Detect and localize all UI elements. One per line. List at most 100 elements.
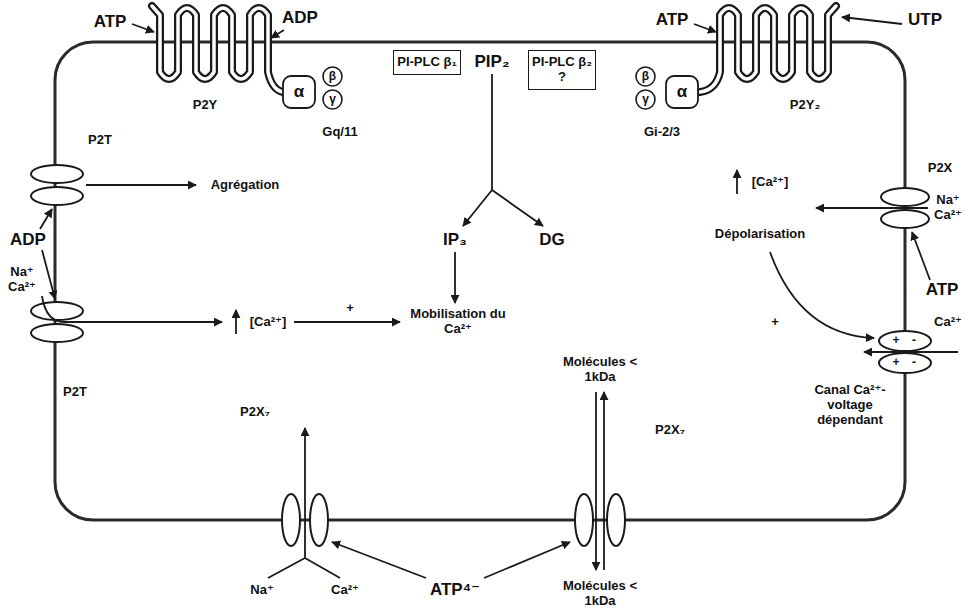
receptor-fill [152, 6, 283, 92]
diagram-label: [Ca²⁺] [752, 175, 788, 190]
subunit-circle [636, 90, 655, 109]
channel-subunit [881, 210, 929, 228]
diagram-label: ADP [10, 230, 46, 250]
diagram-label: ADP [282, 8, 318, 28]
ligand-arrow [40, 209, 52, 229]
pathway-arrow [86, 184, 196, 186]
channel-subunit [31, 302, 83, 320]
diagram-label: Agrégation [211, 178, 280, 193]
ligand-arrow [332, 542, 426, 578]
subunit-circle [636, 67, 655, 86]
subunit-circle [323, 67, 342, 86]
increase-arrow [736, 170, 738, 194]
diagram-label: P2T [63, 385, 87, 400]
pathway-arrow [454, 252, 456, 303]
diagram-label: P2T [88, 133, 112, 148]
node-text: α [677, 82, 687, 102]
channel-subunit [31, 165, 83, 183]
ligand-arrow [42, 250, 55, 299]
g-alpha-subunit: α [282, 75, 316, 109]
pathway-arrow [770, 252, 874, 338]
pathway-arrow [492, 190, 543, 226]
ligand-arrow [271, 30, 284, 38]
molecule-flux-arrow [595, 392, 597, 570]
ligand-arrow [912, 232, 930, 280]
diagram-label: Na⁺ [250, 583, 273, 598]
diagram-label: Dépolarisation [715, 227, 805, 242]
diagram-label: Canal Ca²⁺-voltage dépendant [800, 383, 900, 428]
channel-subunit [881, 188, 929, 206]
channel-subunit [879, 331, 931, 351]
diagram-label: Molécules < 1kDa [554, 579, 646, 609]
diagram-label: Na⁺ Ca²⁺ [4, 265, 40, 295]
receptor-outline [152, 6, 283, 92]
pathway-arrow [294, 321, 400, 323]
diagram-label: PIP₂ [475, 52, 510, 72]
node-text: PI-PLC β₂ ? [532, 55, 592, 85]
diagram-label: Mobilisation du Ca²⁺ [403, 307, 513, 337]
subunit-box [666, 76, 698, 108]
g-gamma-subunit: γ [322, 89, 343, 110]
subunit-circle [323, 90, 342, 109]
node-text: γ [329, 93, 336, 107]
diagram-label: ATP [656, 10, 689, 30]
ligand-arrow [842, 17, 902, 24]
cell-membrane [55, 42, 905, 520]
node-text: β [642, 70, 649, 84]
diagram-label: Ca²⁺ [331, 583, 359, 598]
diagram-label: Molécules < 1kDa [554, 355, 646, 385]
channel-subunit [31, 324, 83, 342]
channel-subunit [607, 494, 625, 546]
diagram-label: Ca²⁺ [934, 315, 962, 330]
node-text: PI-PLC β₁ [397, 55, 457, 70]
diagram-label: + [771, 315, 779, 330]
channel-subunit [879, 353, 931, 373]
diagram-label: + [892, 334, 899, 348]
diagram-label: P2Y₂ [790, 98, 820, 113]
diagram-label: [Ca²⁺] [250, 315, 286, 330]
pathway-line [491, 74, 493, 190]
node-text: γ [642, 93, 649, 107]
g-alpha-subunit: α [665, 75, 699, 109]
ligand-arrow [132, 24, 154, 32]
diagram-label: UTP [908, 10, 942, 30]
ion-flux-line [268, 558, 305, 578]
receptor-fill [700, 6, 836, 92]
g-beta-subunit: β [322, 66, 343, 87]
diagram-label: IP₃ [443, 230, 467, 250]
diagram-label: - [912, 334, 916, 348]
diagram-label: P2X [928, 161, 953, 176]
channel-subunit [282, 494, 300, 546]
ligand-arrow [484, 542, 570, 578]
ion-flux-arrow [864, 351, 958, 353]
diagram-label: P2X₇ [240, 405, 270, 420]
ion-flux-arrow [304, 428, 306, 558]
diagram-label: ATP⁴⁻ [430, 580, 480, 600]
diagram-label: Gi-2/3 [644, 125, 680, 140]
ion-flux-arrow [816, 207, 928, 209]
increase-arrow [235, 310, 237, 334]
molecule-flux-arrow [603, 392, 605, 570]
subunit-box [283, 76, 315, 108]
channel-subunit [575, 494, 593, 546]
g-beta-subunit: β [635, 66, 656, 87]
diagram-label: ATP [94, 12, 127, 32]
diagram-label: P2Y [193, 98, 218, 113]
ligand-arrow [694, 24, 716, 32]
diagram-label: Na⁺ Ca²⁺ [930, 193, 966, 223]
diagram-label: P2X₇ [655, 423, 685, 438]
channel-subunit [310, 494, 328, 546]
g-gamma-subunit: γ [635, 89, 656, 110]
ion-flux-arrow [42, 296, 222, 322]
diagram-label: + [892, 356, 899, 370]
diagram-label: + [346, 301, 354, 316]
enzyme-box: PI-PLC β₂ ? [528, 50, 596, 90]
node-text: β [329, 70, 336, 84]
enzyme-box: PI-PLC β₁ [393, 50, 461, 75]
diagram-label: DG [539, 230, 565, 250]
pathway-arrow [463, 190, 492, 226]
ion-flux-line [305, 558, 340, 578]
diagram-label: - [912, 356, 916, 370]
diagram-label: ATP [926, 280, 959, 300]
